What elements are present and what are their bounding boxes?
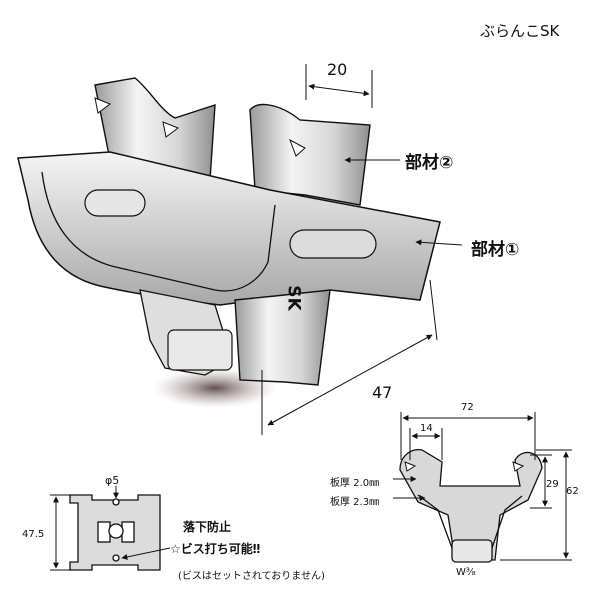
part-2-back-arm	[249, 103, 371, 206]
plate-slot-left	[97, 521, 111, 543]
thickness-2-3-label: 板厚 2.3㎜	[330, 497, 380, 508]
dimension-lines-front	[393, 412, 572, 561]
part-2-left-notch-1	[94, 97, 112, 114]
front-view	[399, 449, 543, 563]
screw-note-label: (ビスはセットされておりません)	[178, 571, 325, 582]
dimension-20-label: 20	[327, 60, 348, 79]
plate-view	[69, 494, 161, 571]
screw-possible-label: ☆ビス打ち可能‼	[170, 542, 261, 556]
dimension-72-label: 72	[461, 402, 474, 413]
dimension-14-label: 14	[420, 423, 433, 434]
size-label: W³⁄₈	[456, 567, 476, 578]
plate-center-hole	[108, 523, 124, 539]
dimension-47-label: 47	[372, 383, 393, 402]
plate-bottom-hole	[112, 554, 120, 562]
sk-mark-label: SK	[283, 285, 304, 311]
dimension-lines-plate	[50, 486, 171, 571]
part-2-front-leg	[234, 289, 331, 386]
front-view-notch-right	[512, 461, 525, 472]
dimension-62-label: 62	[566, 486, 579, 497]
front-view-notch-left	[404, 461, 417, 472]
part-1-slot-left	[84, 189, 146, 217]
hole-diameter-label: φ5	[105, 474, 120, 487]
dimension-29-label: 29	[546, 479, 559, 490]
part-1-channel	[17, 151, 441, 306]
plate-slot-right	[121, 521, 135, 543]
product-name: ぶらんこSK	[480, 22, 560, 40]
dimension-47-5-label: 47.5	[22, 529, 45, 540]
bottom-block	[167, 329, 233, 371]
part-1-slot-right	[289, 229, 377, 259]
part-1-inner-wall	[41, 171, 276, 292]
dimension-lines-main	[261, 64, 463, 435]
bracket-3d-illustration	[17, 77, 441, 408]
part-2-notch	[289, 138, 306, 157]
plate-top-hole	[112, 498, 120, 506]
part-2-left-notch-2	[162, 121, 180, 138]
fall-prevention-label: 落下防止	[183, 520, 232, 534]
part-1-label: 部材①	[471, 240, 520, 260]
front-view-block	[451, 539, 493, 563]
thickness-2-0-label: 板厚 2.0㎜	[330, 478, 380, 489]
part-2-label: 部材②	[405, 153, 454, 173]
